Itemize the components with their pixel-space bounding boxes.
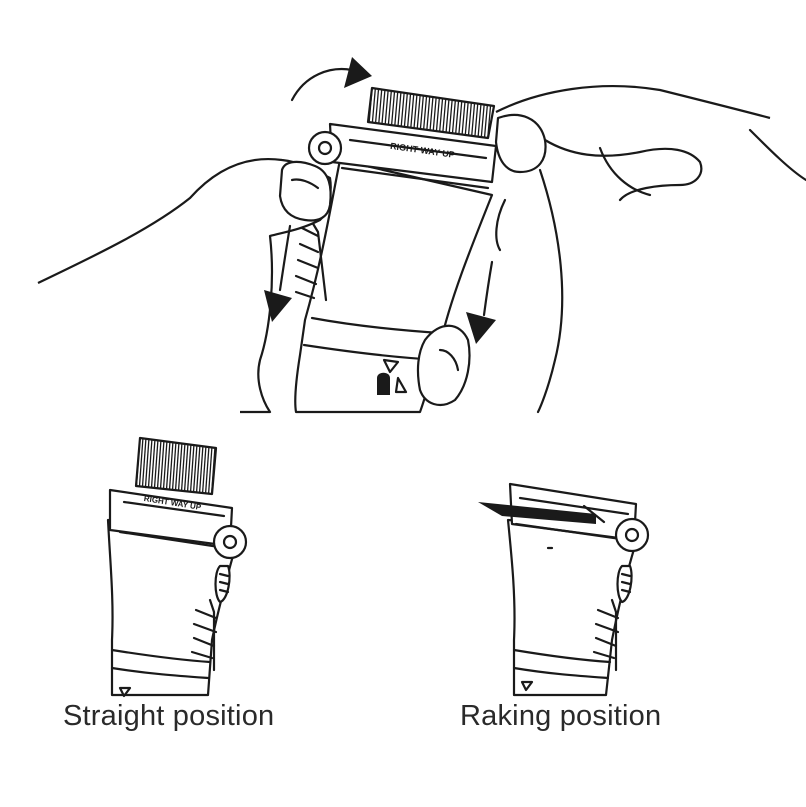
right-hand bbox=[416, 85, 806, 414]
rotate-arrow bbox=[290, 57, 372, 102]
straight-position-illustration: RIGHT WAY UP bbox=[106, 436, 248, 698]
straight-clipper-body bbox=[106, 518, 242, 698]
raking-clipper-body bbox=[506, 518, 642, 697]
raking-comb-teeth bbox=[478, 502, 606, 524]
top-comb-housing: RIGHT WAY UP bbox=[307, 122, 498, 190]
top-clipper-body bbox=[294, 158, 494, 414]
left-hand bbox=[37, 158, 332, 414]
straight-grip-ridges bbox=[190, 598, 218, 672]
straight-comb-teeth bbox=[134, 436, 218, 496]
straight-position-caption: Straight position bbox=[63, 700, 275, 732]
raking-position-illustration bbox=[478, 482, 650, 697]
raking-position-caption: Raking position bbox=[460, 700, 662, 732]
top-illustration-hands-fitting-comb: RIGHT WAY UP bbox=[37, 57, 806, 414]
straight-comb-housing: RIGHT WAY UP bbox=[108, 488, 248, 560]
left-down-arrow bbox=[264, 224, 292, 322]
right-down-arrow bbox=[466, 260, 496, 344]
raking-grip-ridges bbox=[592, 598, 620, 672]
top-grip-ridges bbox=[294, 220, 328, 302]
